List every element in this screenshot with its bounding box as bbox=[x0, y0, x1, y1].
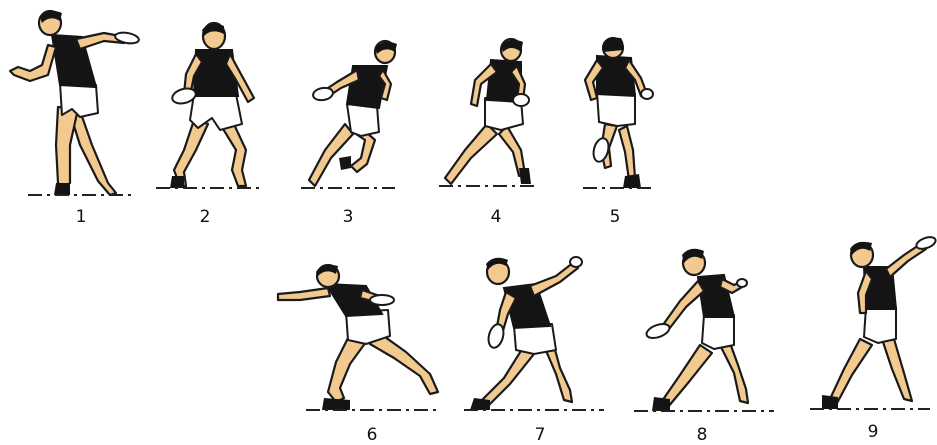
athlete-figure-2 bbox=[150, 20, 270, 195]
athlete-figure-8 bbox=[630, 245, 780, 413]
frame-label-2: 2 bbox=[190, 207, 220, 227]
frame-label-6: 6 bbox=[357, 425, 387, 445]
athlete-figure-5 bbox=[575, 40, 670, 195]
frame-label-4: 4 bbox=[481, 207, 511, 227]
athlete-figure-4 bbox=[435, 40, 545, 190]
frame-label-1: 1 bbox=[66, 207, 96, 227]
athlete-figure-6 bbox=[270, 262, 450, 412]
frame-label-3: 3 bbox=[333, 207, 363, 227]
athlete-figure-3 bbox=[295, 40, 415, 195]
athlete-figure-1 bbox=[0, 5, 150, 200]
athlete-figure-9 bbox=[800, 235, 937, 413]
athlete-figure-7 bbox=[460, 250, 610, 412]
frame-label-9: 9 bbox=[858, 422, 888, 442]
frame-label-8: 8 bbox=[687, 425, 717, 445]
frame-label-7: 7 bbox=[525, 425, 555, 445]
frame-label-5: 5 bbox=[600, 207, 630, 227]
